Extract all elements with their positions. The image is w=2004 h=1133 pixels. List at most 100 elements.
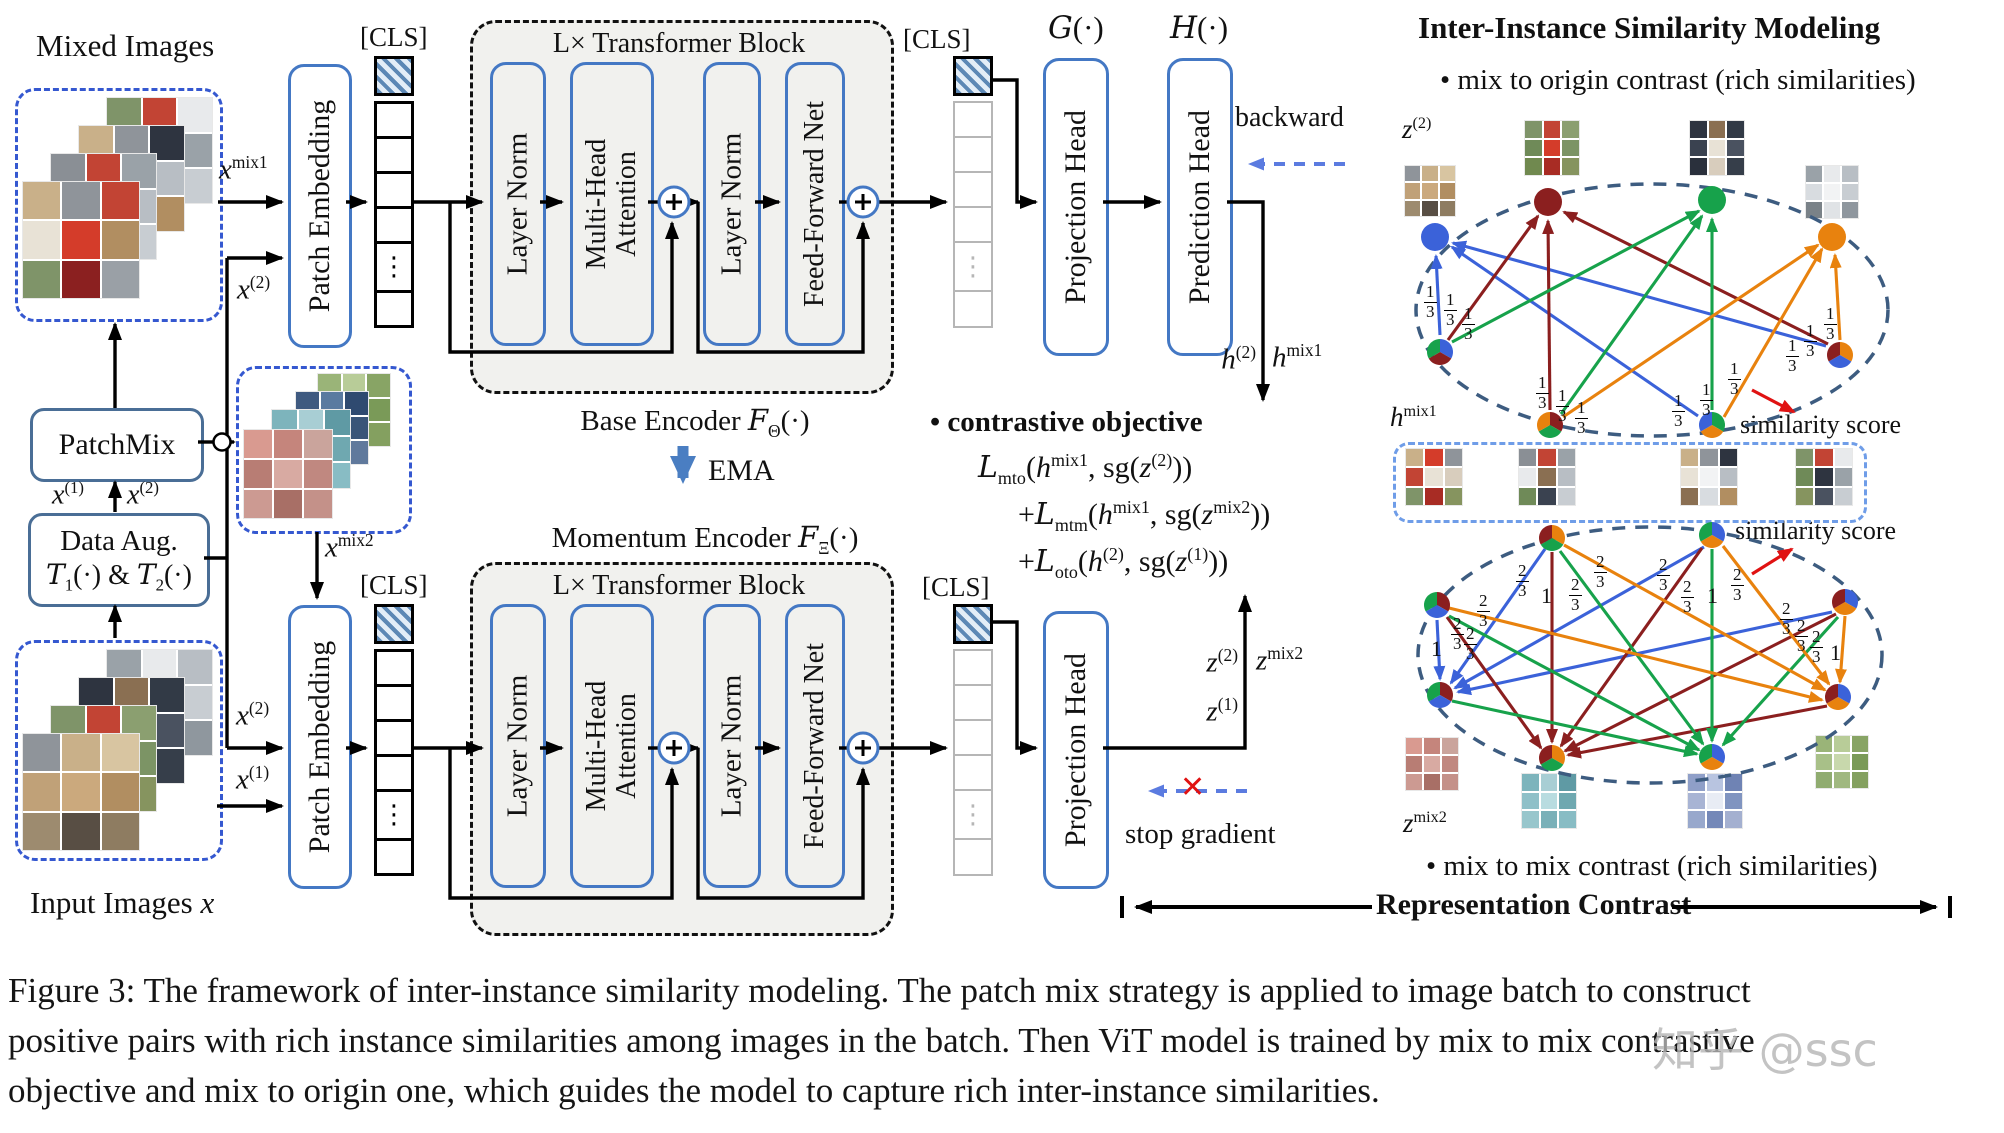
cls-token <box>374 604 414 644</box>
data-aug-transforms-label: T1(·) & T2(·) <box>46 557 192 595</box>
ema-label: EMA <box>708 454 775 487</box>
mixed-stack-front <box>22 181 140 299</box>
input-stack-dog <box>22 733 140 851</box>
patch-token <box>953 290 993 328</box>
representation-contrast-label: Representation Contrast <box>1376 888 1692 921</box>
patch-token <box>374 719 414 757</box>
similarity-fraction-label: 1 <box>1431 636 1442 661</box>
h-function-label: H(·) <box>1170 10 1229 46</box>
cls-label-top-right: [CLS] <box>903 24 971 54</box>
projection-head-box-bottom: Projection Head <box>1043 611 1109 889</box>
caption-line: Figure 3: The framework of inter-instanc… <box>8 971 1751 1010</box>
hmix1-image-4 <box>1795 448 1853 506</box>
caption-line: objective and mix to origin one, which g… <box>8 1071 1380 1110</box>
objective-title: • contrastive objective <box>930 406 1203 438</box>
token-column-output-top: ⋮ <box>953 56 993 328</box>
hmix1-output-label: hmix1 <box>1272 340 1323 374</box>
mix2-stack-pink <box>243 429 333 519</box>
ellipsis-tokens: ⋮ <box>374 789 414 841</box>
patch-token <box>953 838 993 876</box>
hmix1-image-2 <box>1518 448 1576 506</box>
base-encoder-label: Base Encoder FΘ(·) <box>580 403 810 441</box>
watermark: 知乎 @ssc <box>1652 1023 1878 1077</box>
patch-token <box>374 290 414 328</box>
x-mix1-label: xmix1 <box>219 152 268 186</box>
hmix1-image-1 <box>1405 448 1463 506</box>
cls-token <box>374 56 414 96</box>
data-aug-label: Data Aug. <box>60 524 178 557</box>
similarity-fraction-label: 1 <box>1541 583 1552 608</box>
mixed-images-label: Mixed Images <box>36 28 215 63</box>
patch-token <box>374 649 414 687</box>
similarity-fraction-label: 1 <box>1707 583 1718 608</box>
x2-mid-label: x(2) <box>127 478 160 511</box>
patch-embedding-box-bottom: Patch Embedding <box>288 605 352 889</box>
figure-caption: Figure 3: The framework of inter-instanc… <box>8 966 2000 1116</box>
prediction-head-box: Prediction Head <box>1167 58 1233 356</box>
cls-token <box>953 604 993 644</box>
photo-chihuahua <box>1689 120 1745 176</box>
objective-line-2: +Lmtm(hmix1, sg(zmix2)) <box>1018 497 1271 535</box>
cls-label-bottom-right: [CLS] <box>922 572 990 602</box>
transformer-title-bottom: L× Transformer Block <box>552 570 806 601</box>
g-function-label: G(·) <box>1048 10 1104 46</box>
caption-line: positive pairs with rich instance simila… <box>8 1021 1755 1060</box>
zmix2-output-label: zmix2 <box>1256 643 1304 677</box>
photo-cardinal <box>1524 120 1580 176</box>
projection-head-box-top: Projection Head <box>1043 58 1109 356</box>
backward-label: backward <box>1235 102 1344 133</box>
hmix1-image-row <box>1393 442 1867 523</box>
patch-token <box>953 171 993 209</box>
objective-line-3: +Loto(h(2), sg(z(1))) <box>1018 544 1229 582</box>
z2-right-label: z(2) <box>1402 114 1432 144</box>
x2-top-label: x(2) <box>237 272 271 306</box>
x1-mid-label: x(1) <box>52 478 85 511</box>
similarity-fraction-label: 1 <box>1830 640 1841 665</box>
cls-token <box>953 56 993 96</box>
x2-bottom-label: x(2) <box>236 698 270 732</box>
cls-label-top-left: [CLS] <box>360 22 428 52</box>
stop-gradient-label: stop gradient <box>1125 818 1276 850</box>
right-panel-title: Inter-Instance Similarity Modeling <box>1418 10 1881 45</box>
momentum-encoder-label: Momentum Encoder FΞ(·) <box>551 520 859 558</box>
token-column-output-bottom: ⋮ <box>953 604 993 876</box>
patchmix-label: PatchMix <box>58 428 176 461</box>
mix-to-mix-bullet: • mix to mix contrast (rich similarities… <box>1426 850 1878 882</box>
patch-token <box>953 754 993 792</box>
transformer-title-top: L× Transformer Block <box>552 28 806 59</box>
input-images-label: Input Images x <box>30 885 215 920</box>
x1-bottom-label: x(1) <box>236 762 270 796</box>
mix-to-origin-bullet: • mix to origin contrast (rich similarit… <box>1440 64 1916 96</box>
patch-token <box>374 101 414 139</box>
objective-line-1: Lmto(hmix1, sg(z(2))) <box>978 450 1193 488</box>
patch-token <box>374 838 414 876</box>
hmix1-image-3 <box>1680 448 1738 506</box>
token-column-input-top: ⋮ <box>374 56 414 328</box>
